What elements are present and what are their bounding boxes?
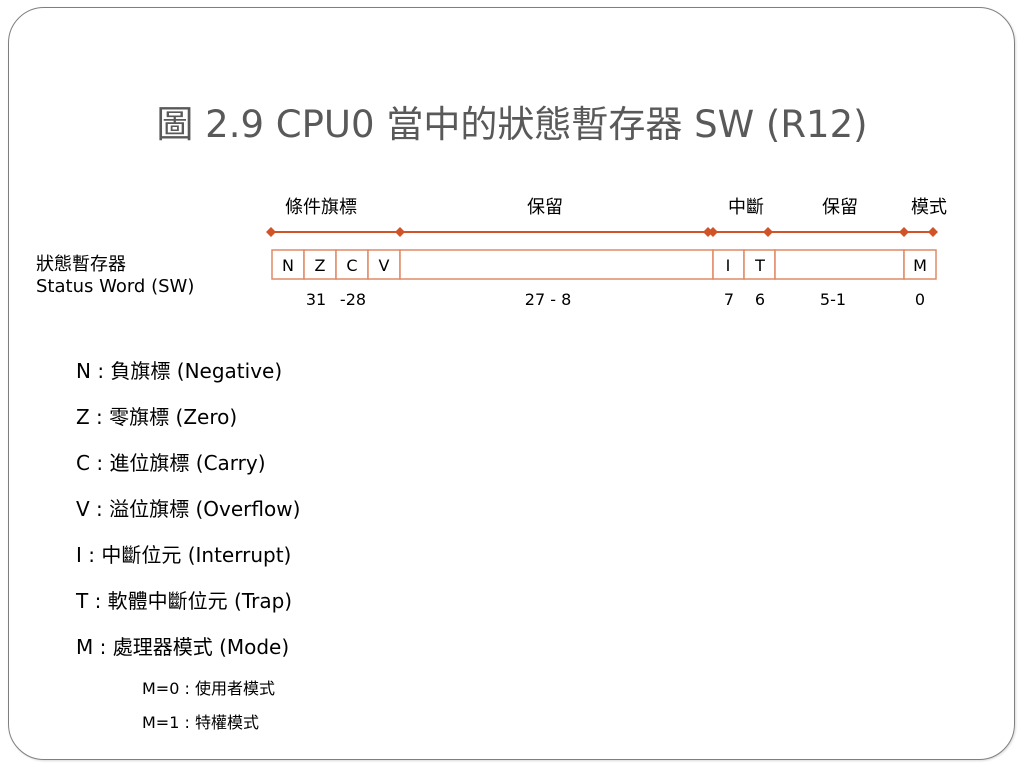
flag-description-trap: T : 軟體中斷位元 (Trap) — [76, 589, 293, 613]
mode-value-privileged: M=1 : 特權模式 — [142, 713, 259, 732]
cell-letter-v: V — [379, 256, 390, 275]
group-label-condition-flags: 條件旗標 — [285, 197, 357, 218]
group-label-reserved-high: 保留 — [527, 197, 563, 218]
bit-position-27-8: 27 - 8 — [524, 290, 572, 309]
cell-letter-i: I — [726, 256, 731, 275]
cell-letter-m: M — [913, 256, 927, 275]
cell-letter-c: C — [346, 256, 357, 275]
group-label-interrupt: 中斷 — [728, 197, 764, 218]
span-marker — [708, 227, 718, 237]
register-cell-m — [903, 249, 937, 280]
flag-description-zero: Z : 零旗標 (Zero) — [76, 405, 238, 429]
group-label-mode: 模式 — [911, 197, 947, 218]
bit-position-6: 6 — [754, 290, 766, 309]
flag-description-overflow: V : 溢位旗標 (Overflow) — [76, 497, 301, 521]
mode-value-user: M=0 : 使用者模式 — [142, 679, 275, 698]
register-name-en: Status Word (SW) — [36, 276, 195, 297]
slide-frame — [8, 7, 1015, 760]
flag-description-mode: M : 處理器模式 (Mode) — [76, 635, 290, 659]
register-cell-reserved-low — [774, 249, 905, 280]
register-name-zh: 狀態暫存器 — [36, 254, 126, 275]
cell-letter-t: T — [754, 256, 765, 275]
slide-title: 圖 2.9 CPU0 當中的狀態暫存器 SW (R12) — [156, 103, 868, 146]
flag-description-negative: N : 負旗標 (Negative) — [76, 359, 283, 383]
bit-position-7: 7 — [723, 290, 735, 309]
bit-position-5-1: 5-1 — [819, 290, 847, 309]
register-cell-reserved-high — [399, 249, 714, 280]
span-marker — [928, 227, 938, 237]
cell-letter-z: Z — [315, 256, 326, 275]
group-label-reserved-low: 保留 — [822, 197, 858, 218]
span-marker — [266, 227, 276, 237]
flag-description-carry: C : 進位旗標 (Carry) — [76, 451, 266, 475]
register-cell-c — [335, 249, 369, 280]
bit-position-31: 31 — [305, 290, 327, 309]
bit-position-28: -28 — [339, 290, 367, 309]
cell-letter-n: N — [282, 256, 294, 275]
flag-description-interrupt: I : 中斷位元 (Interrupt) — [76, 543, 292, 567]
span-marker — [763, 227, 773, 237]
span-marker — [395, 227, 405, 237]
register-cell-t — [743, 249, 776, 280]
bit-position-0: 0 — [914, 290, 926, 309]
register-cell-n — [271, 249, 305, 280]
span-marker — [899, 227, 909, 237]
